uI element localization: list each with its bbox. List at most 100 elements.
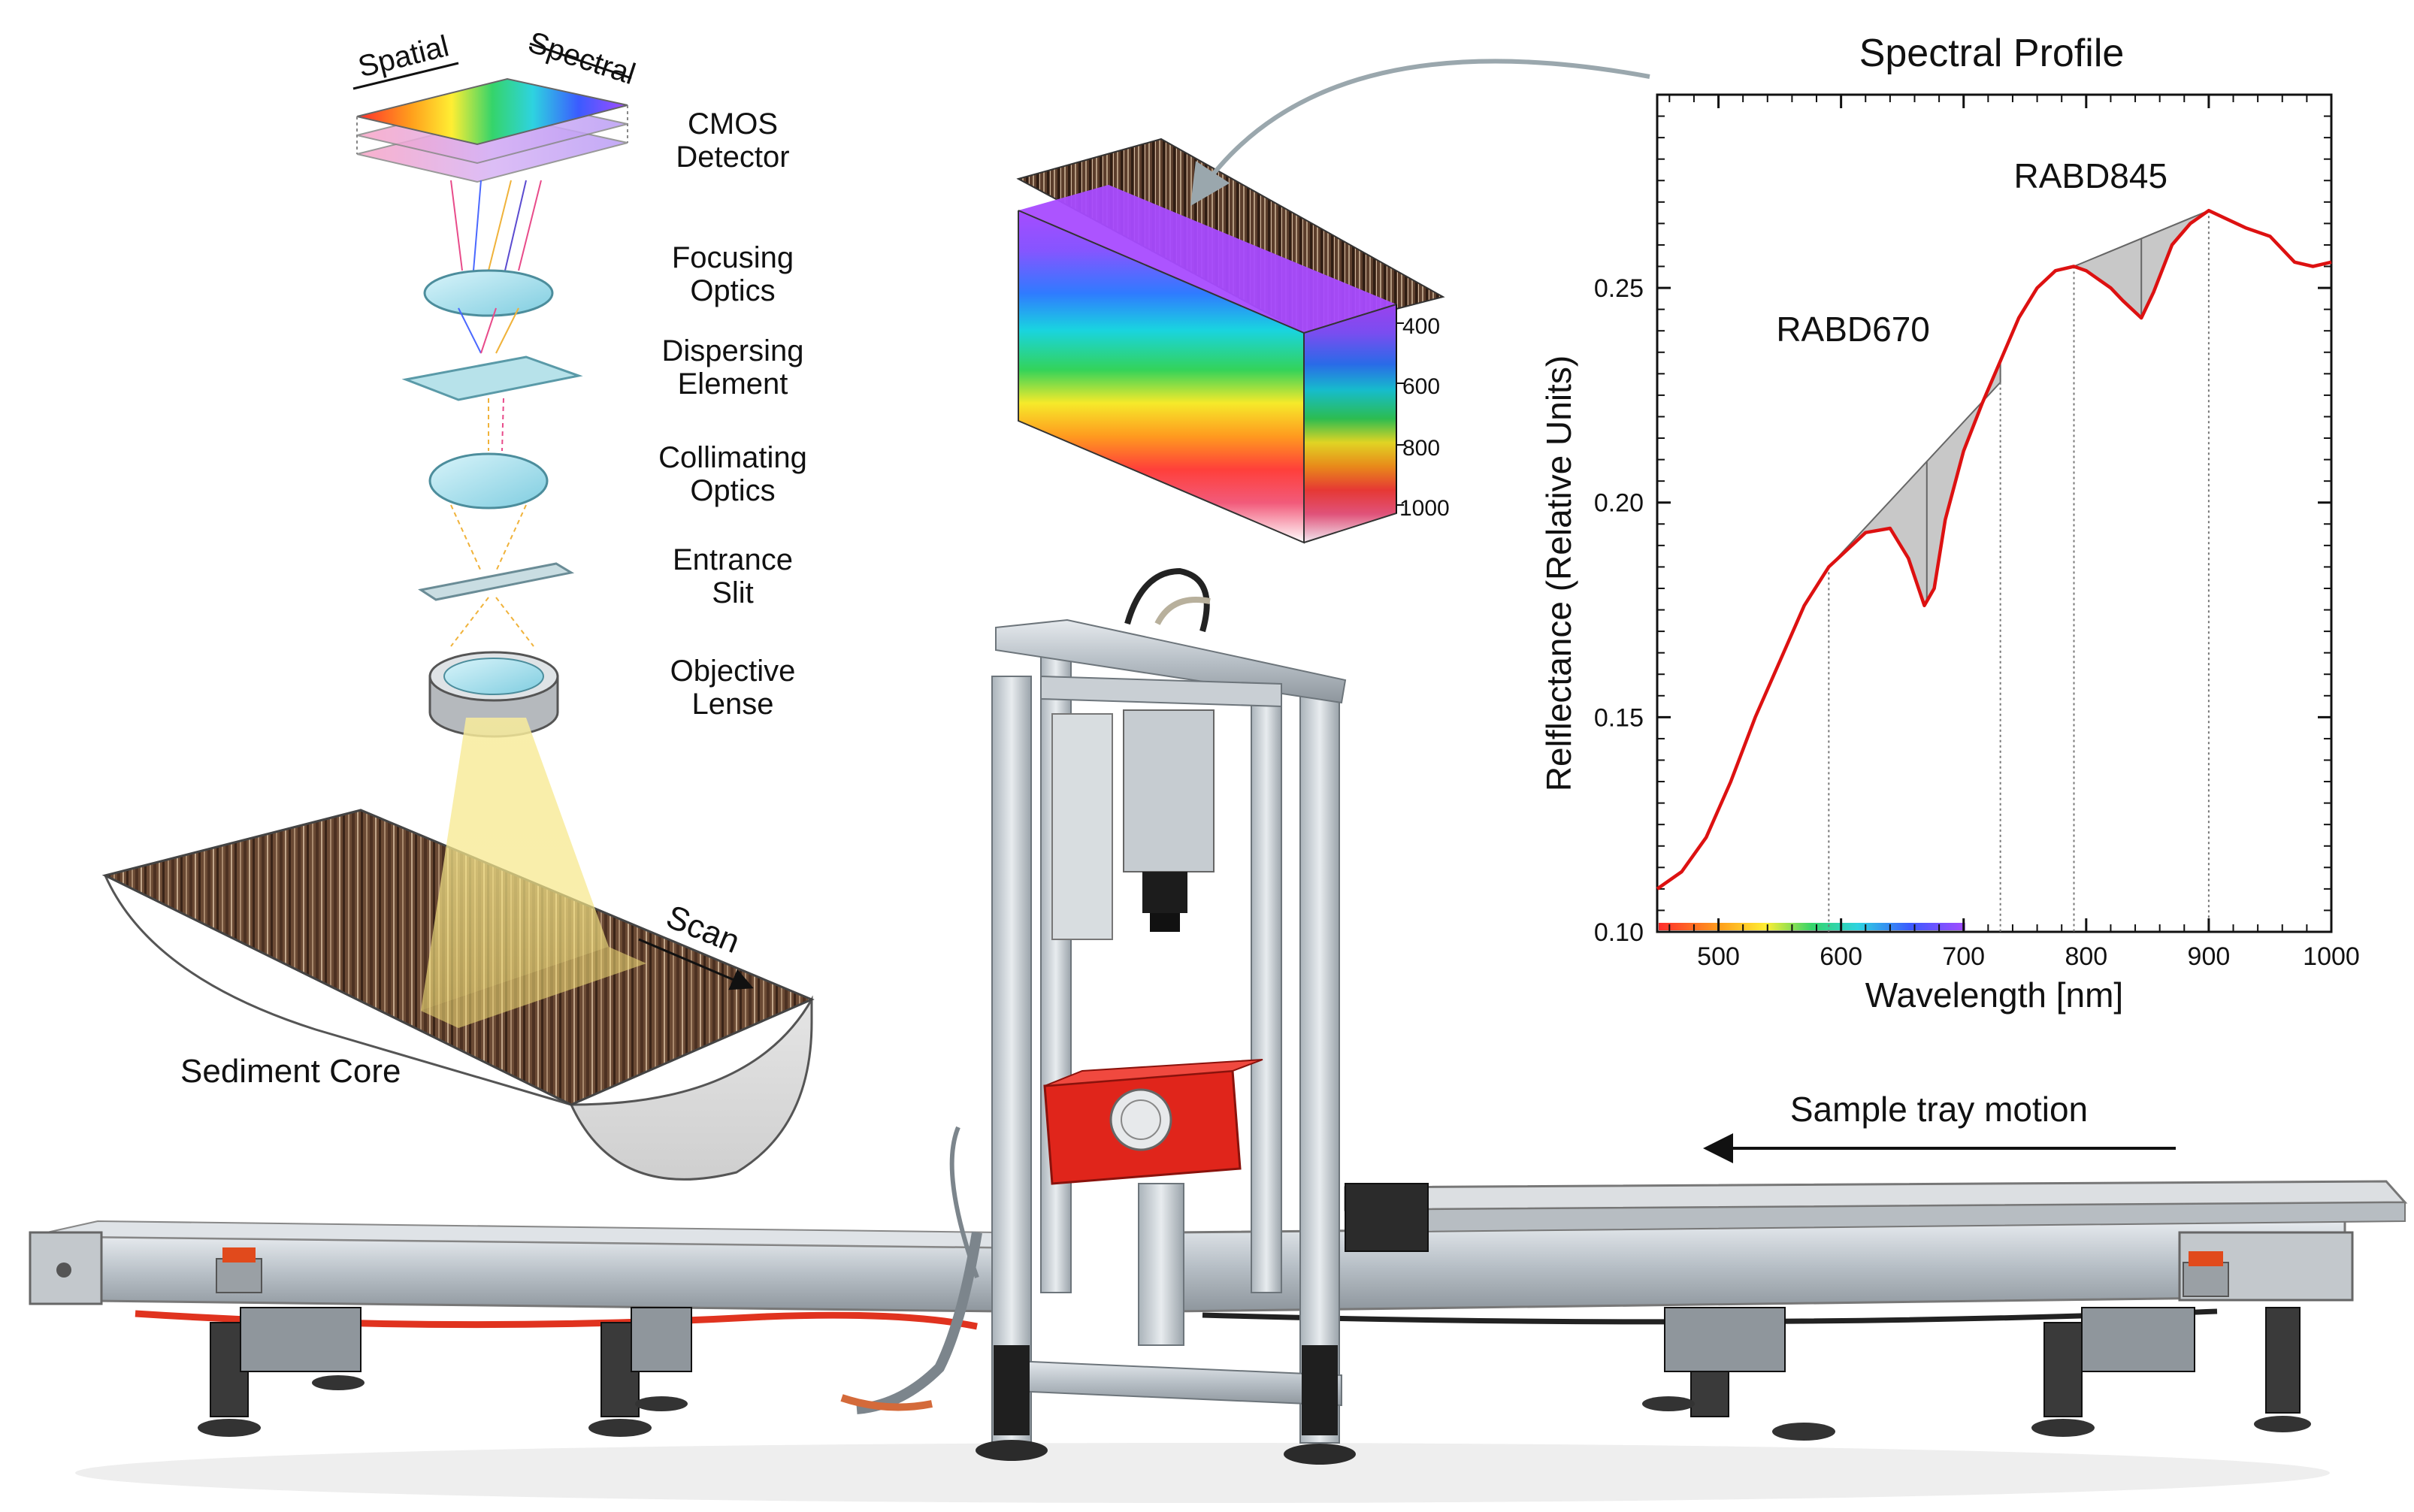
frame-foot-left: [994, 1345, 1030, 1435]
rays-slit: [450, 504, 527, 572]
left-emergency-stop-cap: [222, 1247, 256, 1263]
foot: [2254, 1416, 2311, 1432]
camera-cable-2: [1154, 597, 1211, 625]
label-focusing-line2: Optics: [690, 274, 775, 307]
foot: [198, 1419, 261, 1437]
rabd-label-1: RABD670: [1776, 310, 1930, 349]
central-frame: [976, 618, 1356, 1465]
sensor-cable: [949, 1126, 979, 1279]
frame-foot-right: [1302, 1345, 1338, 1435]
rabd-annotations: RABD670 RABD845: [1776, 156, 2210, 932]
x-tick-label: 800: [2065, 942, 2107, 971]
spatial-axis-line: [352, 62, 459, 90]
frame-foot-pad-right: [1284, 1444, 1356, 1465]
frame-post-left-front: [991, 676, 1032, 1444]
scan-arrow: [638, 938, 754, 990]
focusing-lens: [423, 269, 554, 317]
cube-top-purple: [1018, 185, 1396, 333]
rig-shadow: [75, 1443, 2330, 1503]
ray: [501, 398, 504, 452]
frame-post-right-front: [1299, 691, 1340, 1444]
y-tick-label: 0.20: [1594, 489, 1644, 518]
optics-diagram: Spatial Spectral: [101, 26, 815, 1181]
foot: [1642, 1396, 1695, 1411]
leg: [240, 1307, 361, 1372]
rabd-label-2: RABD845: [2014, 156, 2168, 195]
y-axis-ticks: 0.100.150.200.25: [1594, 274, 2331, 947]
ray: [504, 180, 527, 271]
foot: [2031, 1419, 2095, 1437]
cube-tick-600: 600: [1402, 374, 1440, 399]
sediment-core: [101, 718, 815, 1181]
ray: [450, 504, 482, 572]
rays-lower: [488, 398, 504, 452]
label-cmos-line2: Detector: [676, 141, 789, 174]
light-source-top: [1044, 1059, 1263, 1087]
entrance-slit: [418, 562, 575, 601]
cube-tick-800: 800: [1402, 436, 1440, 461]
y-tick-label: 0.10: [1594, 918, 1644, 947]
spectral-axis-line: [529, 42, 632, 80]
tray-carriage: [1345, 1183, 1429, 1252]
label-cmos-line1: CMOS: [688, 107, 778, 141]
objective-glass: [443, 658, 544, 695]
right-emergency-stop: [2183, 1262, 2229, 1297]
label-objective-line1: Objective: [670, 655, 796, 688]
ray: [495, 504, 527, 572]
core-side: [104, 874, 813, 1181]
label-slit-line2: Slit: [712, 576, 754, 609]
orange-cable-bundle: [840, 1394, 933, 1411]
camera-body: [1123, 709, 1215, 872]
foot: [1772, 1423, 1835, 1441]
sample-tray-motion-label: Sample tray motion: [1790, 1090, 2088, 1129]
hyperspectral-camera: [1051, 567, 1215, 940]
grey-cable-bundle: [856, 1231, 982, 1414]
label-collimating-line2: Optics: [690, 474, 775, 507]
leg: [2265, 1307, 2301, 1414]
curved-pointer-arrow: [1190, 59, 1650, 207]
rays-objective: [450, 597, 534, 647]
scan-line-highlight: [421, 947, 646, 1028]
label-dispersing-line2: Element: [678, 367, 788, 401]
ray: [495, 597, 534, 647]
ray: [473, 180, 482, 271]
collimating-lens: [428, 452, 549, 510]
x-tick-label: 900: [2188, 942, 2231, 971]
cmos-detector-stack: [356, 77, 628, 183]
label-collimating-line1: Collimating: [658, 441, 807, 474]
left-rail: [29, 1235, 1001, 1313]
cube-side: [1304, 304, 1396, 543]
ray: [480, 307, 497, 354]
frame-post-right-back: [1251, 676, 1282, 1293]
dispersing-element: [401, 355, 583, 401]
frame-top-beam-back: [1040, 675, 1282, 708]
label-slit-line1: Entrance: [673, 543, 793, 576]
ray: [495, 307, 519, 354]
cube-ticks: 400 600 800 1000: [1396, 314, 1450, 521]
rig-feet: [198, 1375, 2311, 1441]
spectral-profile-line: [1656, 208, 2332, 891]
x-tick-label: 600: [1820, 942, 1862, 971]
left-emergency-stop: [216, 1258, 262, 1293]
light-source: [1043, 1059, 1263, 1346]
cube-tick-400: 400: [1402, 314, 1440, 339]
scanner-rig: [29, 567, 2408, 1503]
chart-title: Spectral Profile: [1859, 32, 2125, 75]
ray: [450, 180, 463, 271]
frame-base-beam: [995, 1359, 1342, 1407]
y-axis-label: Relflectance (Relative Units): [1539, 355, 1578, 791]
foot: [635, 1396, 688, 1411]
leg: [2081, 1307, 2195, 1372]
label-objective-line2: Lense: [692, 688, 774, 721]
y-tick-label: 0.15: [1594, 703, 1644, 732]
leg: [631, 1307, 692, 1372]
frame-foot-pad-left: [976, 1440, 1048, 1461]
x-tick-label: 1000: [2303, 942, 2360, 971]
ray: [488, 180, 512, 271]
rays-upper: [450, 180, 542, 271]
chart-frame: [1656, 93, 2333, 933]
camera-lens-tip: [1150, 913, 1180, 932]
light-source-stem: [1138, 1183, 1184, 1346]
